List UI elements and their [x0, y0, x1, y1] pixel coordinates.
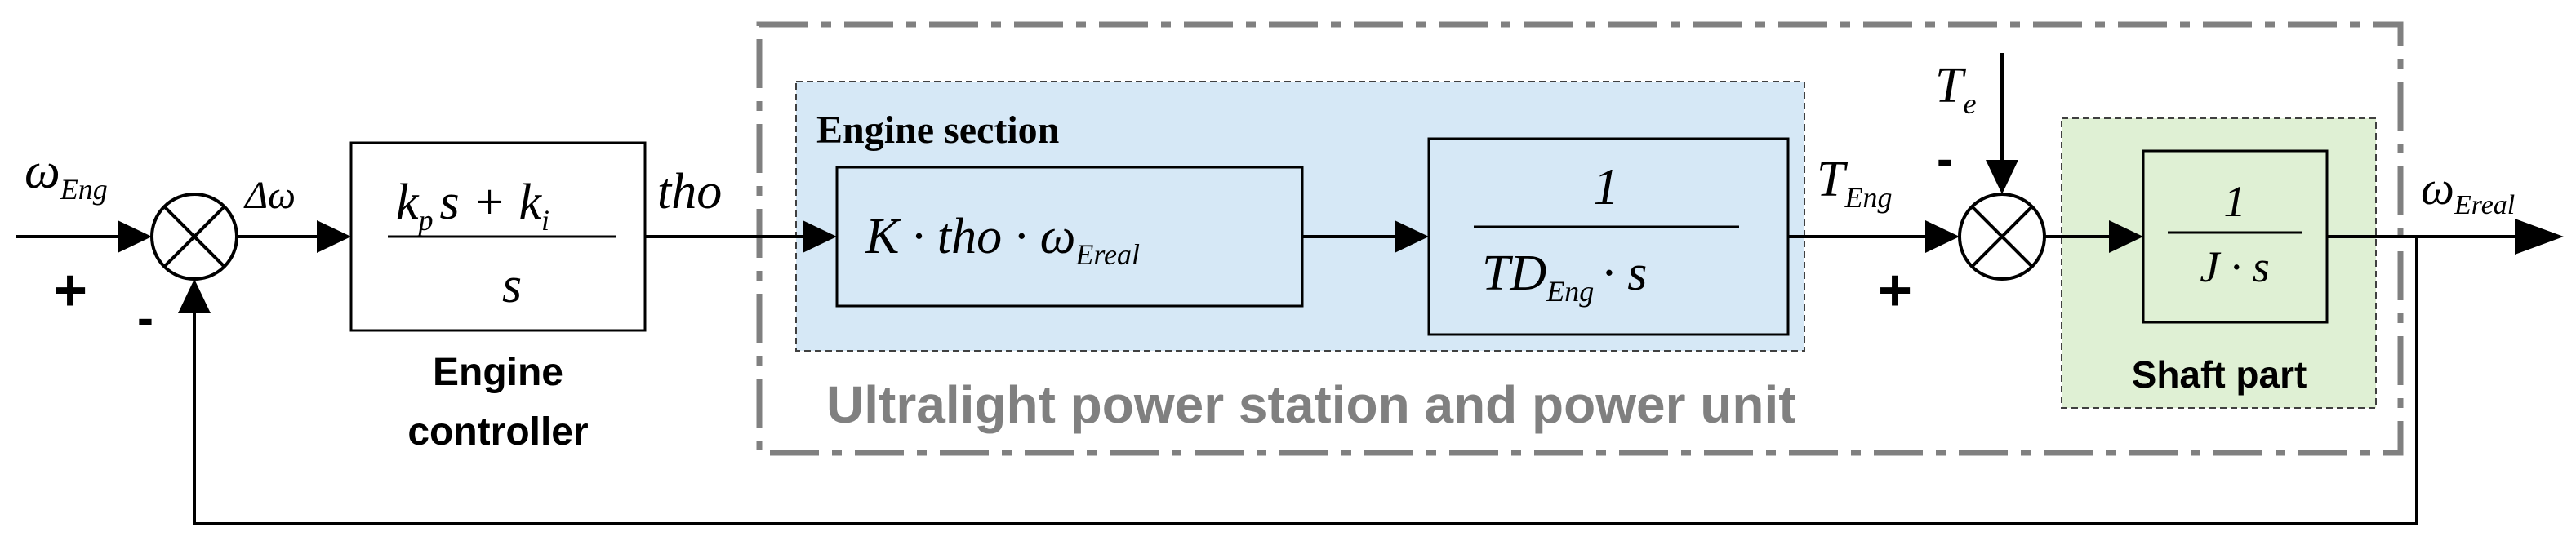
arrowhead-delta [317, 220, 351, 253]
arrowhead-tho [803, 220, 837, 253]
shaft-denominator: J · s [2200, 242, 2269, 291]
fraction-bars [388, 225, 2302, 238]
arrowhead-sum2-out [2109, 220, 2143, 253]
signal-lines [16, 53, 2531, 525]
sum1-minus-sign: - [137, 290, 153, 345]
tho-label: tho [657, 164, 722, 219]
summing-junction-1 [150, 193, 238, 281]
engine-section-label: Engine section [816, 109, 1059, 152]
controller-denominator: s [502, 258, 522, 313]
controller-label-line1: Engine [433, 351, 563, 394]
engine-lag-denominator: TDEng· s [1482, 246, 1647, 308]
arrowhead-output [2515, 219, 2564, 255]
power-station-label: Ultralight power station and power unit [826, 375, 1796, 434]
arrowhead-teng [1925, 220, 1960, 253]
arrowhead-gain-out [1395, 220, 1429, 253]
sum2-minus-sign: - [1937, 131, 1953, 186]
arrowhead-feedback [178, 279, 211, 313]
shaft-part-label: Shaft part [2132, 353, 2307, 396]
sum2-plus-sign: + [1878, 258, 1912, 323]
arrowheads [118, 160, 2564, 313]
controller-label-line2: controller [407, 410, 588, 454]
omega-eng-label: ωEng [24, 144, 108, 206]
engine-gain-expression: K · tho · ωEreal [865, 209, 1140, 271]
engine-lag-numerator: 1 [1593, 157, 1619, 215]
shaft-numerator: 1 [2224, 177, 2246, 226]
sum1-plus-sign: + [53, 258, 87, 323]
te-label: Te [1935, 58, 1976, 120]
summing-junction-2 [1958, 193, 2046, 281]
t-eng-label: TEng [1817, 152, 1892, 214]
power-station-region [756, 21, 2404, 456]
omega-ereal-label: ωEreal [2421, 162, 2515, 220]
shaft-part-region [2061, 117, 2377, 409]
arrowhead-input [118, 220, 152, 253]
delta-omega-label: Δω [243, 174, 296, 217]
arrowhead-te [1986, 160, 2018, 194]
